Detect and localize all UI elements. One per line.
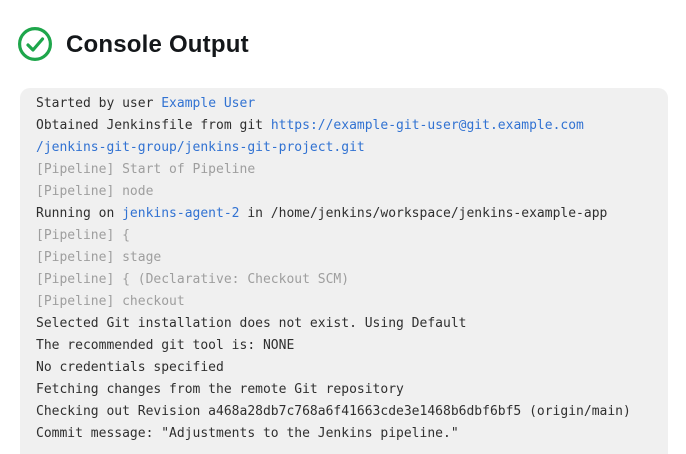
- console-text: Obtained Jenkinsfile from git: [36, 118, 271, 133]
- console-link[interactable]: /jenkins-git-group/jenkins-git-project.g…: [36, 140, 365, 155]
- console-line: Running on jenkins-agent-2 in /home/jenk…: [36, 203, 652, 225]
- console-link[interactable]: Example User: [161, 96, 256, 111]
- console-text: Fetching changes from the remote Git rep…: [36, 382, 404, 397]
- page-title: Console Output: [66, 31, 249, 59]
- pipeline-log-text: [Pipeline] stage: [36, 250, 162, 265]
- console-line: Fetching changes from the remote Git rep…: [36, 379, 652, 401]
- page-header: Console Output: [0, 0, 686, 73]
- console-link[interactable]: jenkins-agent-2: [122, 206, 240, 221]
- console-line: Selected Git installation does not exist…: [36, 313, 652, 335]
- console-link[interactable]: https://example-git-user@git.example.com: [270, 118, 584, 133]
- console-line: Obtained Jenkinsfile from git https://ex…: [36, 115, 652, 137]
- console-line: Checking out Revision a468a28db7c768a6f4…: [36, 401, 652, 423]
- console-line: The recommended git tool is: NONE: [36, 335, 652, 357]
- console-line: [Pipeline] node: [36, 181, 652, 203]
- console-line: [Pipeline] {: [36, 225, 652, 247]
- console-line: No credentials specified: [36, 357, 652, 379]
- console-text: Started by user: [36, 96, 162, 111]
- console-line: [Pipeline] Start of Pipeline: [36, 159, 652, 181]
- console-line: [Pipeline] checkout: [36, 291, 652, 313]
- console-line: [Pipeline] { (Declarative: Checkout SCM): [36, 269, 652, 291]
- pipeline-log-text: [Pipeline] node: [36, 184, 154, 199]
- pipeline-log-text: [Pipeline] checkout: [36, 294, 185, 309]
- console-text: No credentials specified: [36, 360, 224, 375]
- pipeline-log-text: [Pipeline] { (Declarative: Checkout SCM): [36, 272, 350, 287]
- success-check-icon: [18, 27, 52, 62]
- console-text: in /home/jenkins/workspace/jenkins-examp…: [239, 206, 608, 221]
- pipeline-log-text: [Pipeline] Start of Pipeline: [36, 162, 256, 177]
- console-text: Running on: [36, 206, 123, 221]
- console-line: [Pipeline] stage: [36, 247, 652, 269]
- console-text: Checking out Revision a468a28db7c768a6f4…: [36, 404, 631, 419]
- pipeline-log-text: [Pipeline] {: [36, 228, 130, 243]
- console-text: Selected Git installation does not exist…: [36, 316, 467, 331]
- console-text: Commit message: "Adjustments to the Jenk…: [36, 426, 459, 441]
- console-line: Commit message: "Adjustments to the Jenk…: [36, 423, 652, 445]
- console-line: /jenkins-git-group/jenkins-git-project.g…: [36, 137, 652, 159]
- console-line: Started by user Example User: [36, 93, 652, 115]
- console-text: The recommended git tool is: NONE: [36, 338, 295, 353]
